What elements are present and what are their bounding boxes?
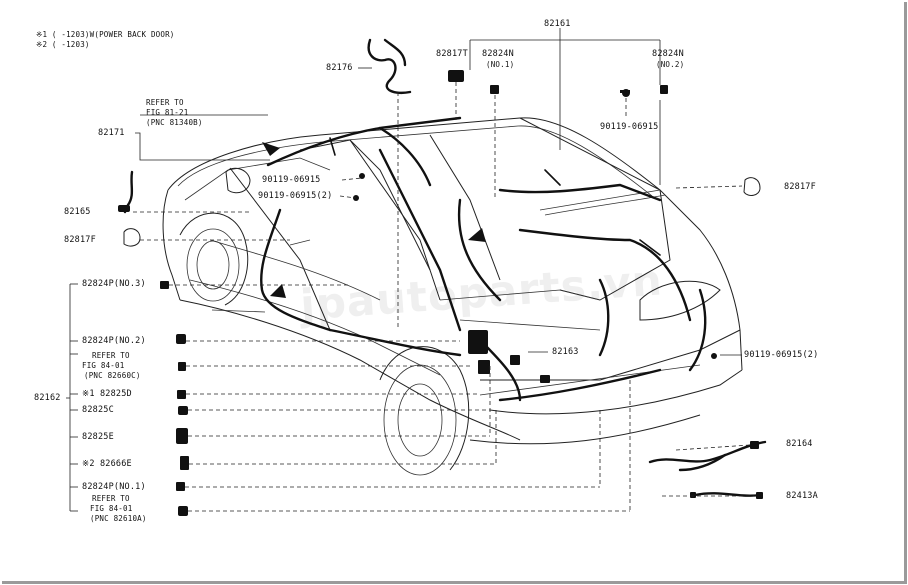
wire-harness-82165 — [123, 170, 134, 214]
label-82165: 82165 — [64, 207, 91, 217]
wire-harness-82413A — [693, 492, 762, 497]
wire-harness-82176 — [367, 38, 412, 94]
wire-harness-pillar — [260, 148, 502, 357]
label-82817T: 82817T — [436, 49, 468, 59]
label-82171: 82171 — [98, 128, 125, 138]
refer-81-line3: (PNC 81340B) — [146, 118, 203, 127]
note-1-mark: ※1 — [36, 30, 48, 39]
label-90119-top: 90119-06915 — [600, 122, 659, 132]
label-90119-right: 90119-06915(2) — [744, 350, 819, 360]
refer-84-a-line1: REFER TO — [92, 351, 130, 360]
refer-81-line2: FIG 81-21 — [146, 108, 189, 117]
refer-84-b-line2: FIG 84-01 — [90, 504, 133, 513]
part-82824P-no2: 82824P(NO.2) — [82, 336, 146, 346]
leader-lines — [66, 28, 754, 512]
label-82164: 82164 — [786, 439, 813, 449]
label-82824N-no1-sub: (NO.1) — [486, 60, 515, 69]
note-2-text: ( -1203) — [51, 40, 90, 49]
label-90119-mid-2: 90119-06915(2) — [258, 191, 333, 201]
label-82162: 82162 — [34, 393, 61, 403]
note-1-text: ( -1203)W(POWER BACK DOOR) — [51, 30, 175, 39]
note-2-mark: ※2 — [36, 40, 48, 49]
callout-arrows — [262, 142, 486, 298]
label-82161: 82161 — [544, 19, 571, 29]
refer-84-b-line3: (PNC 82610A) — [90, 514, 147, 523]
wire-harness-rear — [478, 169, 707, 402]
label-82413A: 82413A — [786, 491, 818, 501]
label-82824N-no2-sub: (NO.2) — [656, 60, 685, 69]
connector-parts — [118, 70, 763, 516]
label-90119-mid: 90119-06915 — [262, 175, 321, 185]
wire-harness-roof — [266, 116, 462, 187]
part-82824P-no1: 82824P(NO.1) — [82, 482, 146, 492]
note-1: ※1 ( -1203)W(POWER BACK DOOR) — [36, 30, 175, 39]
refer-84-b-line1: REFER TO — [92, 494, 130, 503]
refer-84-a-line3: (PNC 82660C) — [84, 371, 141, 380]
refer-84-a-line2: FIG 84-01 — [82, 361, 125, 370]
note-2: ※2 ( -1203) — [36, 40, 90, 49]
part-82825E: 82825E — [82, 432, 114, 442]
wire-harness-82164 — [648, 440, 767, 472]
label-82824N-no2: 82824N — [652, 49, 684, 59]
label-82824N-no1: 82824N — [482, 49, 514, 59]
vehicle-body-outline — [162, 117, 743, 476]
part-82824P-no3: 82824P(NO.3) — [82, 279, 146, 289]
label-82163: 82163 — [552, 347, 579, 357]
refer-81-line1: REFER TO — [146, 98, 184, 107]
label-82176: 82176 — [326, 63, 353, 73]
label-82817F-left: 82817F — [64, 235, 96, 245]
part-82666E: ※2 82666E — [82, 459, 132, 469]
part-82825D: ※1 82825D — [82, 389, 132, 399]
part-82825C: 82825C — [82, 405, 114, 415]
label-82817F-right: 82817F — [784, 182, 816, 192]
